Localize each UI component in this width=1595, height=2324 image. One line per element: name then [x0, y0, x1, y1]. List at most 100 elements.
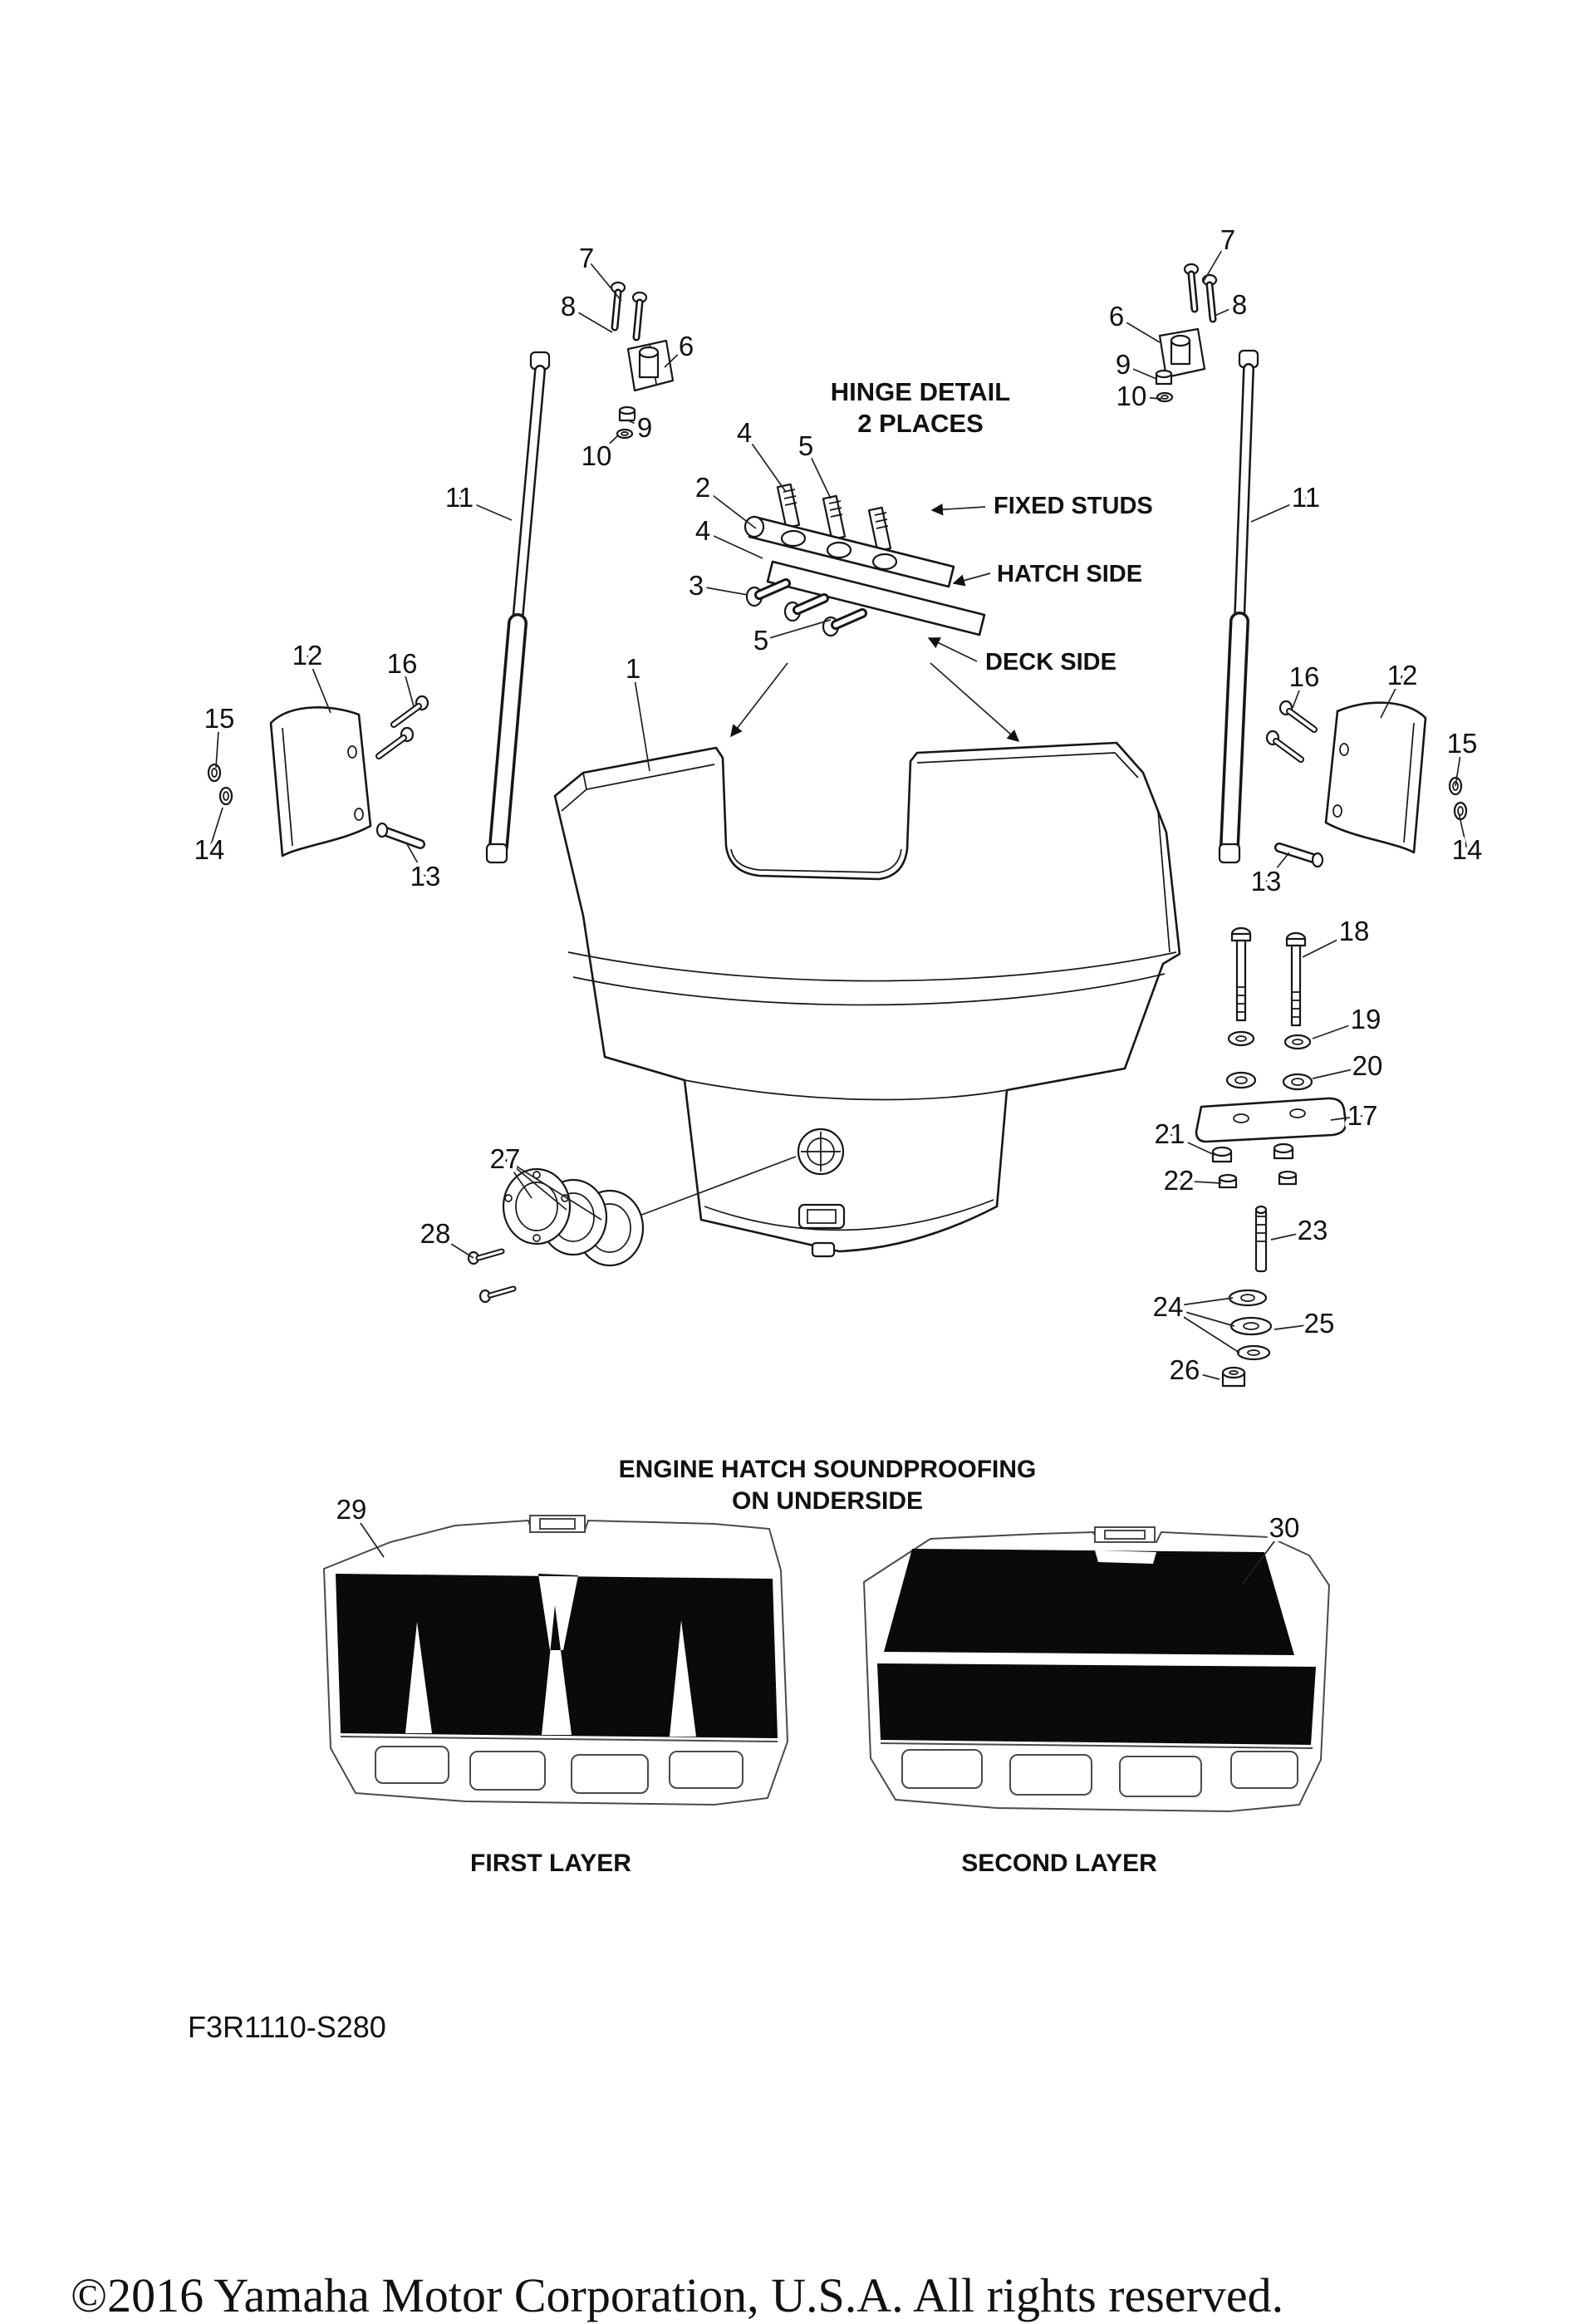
callout-20: 20: [1352, 1050, 1383, 1081]
callout-3: 3: [689, 570, 704, 601]
washer-icon: [1225, 1030, 1313, 1091]
callout-8: 8: [1232, 289, 1247, 320]
washer-icon: [616, 428, 634, 440]
callout-leader-8: [567, 306, 613, 333]
callout-23: 23: [1298, 1215, 1328, 1246]
callout-leader-27: [504, 1158, 532, 1199]
deck-side-arrow: [927, 637, 978, 662]
screw-icon: [1265, 700, 1318, 763]
callout-16: 16: [387, 648, 418, 679]
outlet-gaskets: [467, 1156, 797, 1304]
hinge-location-arrow-right: [930, 662, 1020, 742]
callout-22: 22: [1164, 1165, 1195, 1196]
callout-leader-16: [1292, 676, 1305, 709]
callout-24: 24: [1153, 1291, 1184, 1322]
callout-leader-22: [1178, 1180, 1222, 1184]
hatch-latch-icon: [797, 1128, 846, 1258]
callout-leader-26: [1184, 1369, 1220, 1380]
callout-leader-7: [586, 258, 622, 302]
callout-leader-21: [1169, 1133, 1215, 1156]
callout-29: 29: [336, 1494, 367, 1525]
screw-icon: [610, 281, 648, 341]
callout-leader-13: [406, 843, 426, 877]
callout-28: 28: [420, 1218, 451, 1249]
callout-18: 18: [1339, 916, 1370, 946]
first-layer-caption: FIRST LAYER: [470, 1850, 631, 1877]
callout-leader-24: [1167, 1306, 1235, 1327]
callout-5: 5: [798, 430, 813, 461]
callout-19: 19: [1351, 1004, 1382, 1034]
screw-icon: [467, 1248, 517, 1304]
callout-leader-10: [1131, 396, 1162, 400]
fixed-studs-label: FIXED STUDS: [994, 493, 1153, 519]
gas-strut-left: [485, 351, 551, 864]
gasket-ring-icon: [502, 1167, 645, 1267]
callout-1: 1: [626, 653, 640, 684]
callout-leader-6: [1116, 316, 1161, 343]
bracket: [269, 706, 372, 857]
hatch-outline: [553, 741, 1181, 1253]
callout-leader-15: [1455, 743, 1463, 787]
gas-strut-right: [1218, 349, 1259, 864]
callout-leader-19: [1312, 1019, 1367, 1039]
screw-icon: [375, 695, 429, 759]
callout-4: 4: [695, 515, 710, 546]
callout-leader-18: [1302, 931, 1355, 958]
callout-leader-11: [459, 497, 513, 521]
callout-leader-28: [434, 1233, 474, 1259]
washer-icon: [1156, 391, 1174, 403]
callout-21: 21: [1155, 1118, 1185, 1149]
callout-leader-4: [744, 432, 787, 493]
soundproofing-first-layer: [322, 1515, 789, 1806]
callout-leader-9: [1122, 364, 1157, 380]
callout-leader-9: [627, 420, 645, 429]
callout-7: 7: [579, 243, 594, 273]
hinge-detail-right: [1155, 263, 1218, 403]
callout-leader-8: [1214, 304, 1240, 317]
washer-icon: [1228, 1289, 1273, 1361]
callout-14: 14: [1452, 834, 1483, 865]
copyright-text: ©2016 Yamaha Motor Corporation, U.S.A. A…: [71, 2268, 1283, 2322]
callout-12: 12: [1387, 660, 1418, 690]
hatch-mount-hardware: [1195, 926, 1347, 1388]
callout-leader-12: [1380, 675, 1403, 719]
nut-icon: [1155, 369, 1173, 386]
callout-8: 8: [561, 291, 576, 322]
callout-6: 6: [1109, 301, 1124, 332]
callout-15: 15: [204, 703, 235, 734]
hinge-detail-title: HINGE DETAIL: [831, 377, 1010, 406]
bolt-icon: [1230, 926, 1307, 1027]
callout-13: 13: [410, 861, 441, 892]
callout-leader-27: [504, 1158, 567, 1211]
engine-hatch: [553, 741, 1181, 1258]
callout-27: 27: [490, 1143, 521, 1174]
second-layer-caption: SECOND LAYER: [961, 1850, 1157, 1877]
part-code: F3R1110-S280: [188, 2010, 386, 2044]
deck-side-label: DECK SIDE: [985, 649, 1116, 676]
callout-leader-16: [401, 663, 415, 707]
callout-leader-2: [702, 487, 757, 529]
pin-icon: [375, 822, 425, 849]
washer-icon: [207, 763, 233, 806]
callout-leader-5: [760, 619, 832, 641]
callout-leader-4: [702, 530, 763, 559]
callout-10: 10: [1116, 381, 1147, 411]
callout-4: 4: [737, 417, 752, 448]
hatch-side-label: HATCH SIDE: [997, 561, 1142, 587]
callout-25: 25: [1304, 1308, 1335, 1339]
hatch-side-arrow: [952, 572, 991, 587]
callout-leader-15: [215, 718, 220, 769]
callout-9: 9: [637, 412, 652, 443]
callout-leader-11: [1250, 497, 1307, 523]
callout-leader-7: [1202, 239, 1229, 283]
callout-7: 7: [1220, 224, 1235, 255]
hinge-location-arrow-left: [730, 662, 788, 738]
callout-11: 11: [1292, 482, 1320, 513]
callout-17: 17: [1347, 1100, 1378, 1131]
callout-leader-14: [1458, 812, 1468, 851]
callout-leader-1: [632, 668, 650, 772]
nut-icon: [618, 405, 636, 422]
soundproofing-second-layer: [862, 1526, 1331, 1813]
screw-icon: [1183, 263, 1218, 323]
